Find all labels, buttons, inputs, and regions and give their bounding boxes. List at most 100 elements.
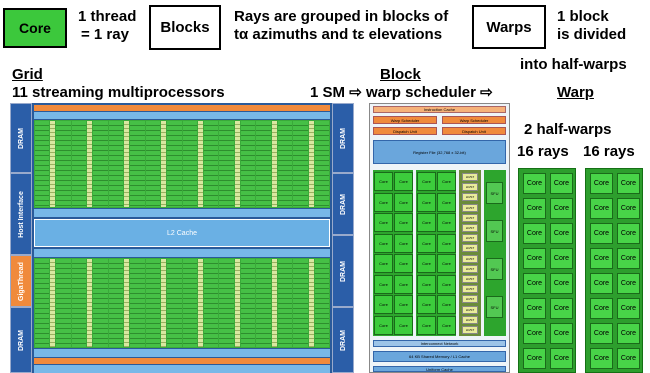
warp-core: Core (523, 298, 546, 319)
sm-strip-top (34, 112, 330, 119)
legend-blocks-desc-line1: Rays are grouped in blocks of (234, 8, 449, 25)
dram-right-2: DRAM (332, 173, 354, 235)
legend-warps-desc: 1 block is divided (557, 8, 626, 44)
flow-arrow-icon: ⇨ (349, 84, 362, 101)
sfu-unit: SFU (486, 296, 503, 318)
warp-core: Core (550, 198, 573, 219)
warp-core: Core (590, 198, 613, 219)
l2-cache: L2 Cache (34, 219, 330, 247)
block-flow: 1 SM ⇨ warp scheduler ⇨ (310, 84, 493, 102)
warp-scheduler-1: Warp Scheduler (373, 116, 437, 124)
sm-core: Core (374, 274, 393, 294)
sm-core: Core (437, 192, 456, 212)
legend-blocks-box: Blocks (149, 5, 221, 50)
ldst-unit: LD/ST (462, 224, 478, 232)
sm-core: Core (394, 315, 413, 335)
warp-core: Core (550, 348, 573, 369)
warp-core: Core (590, 248, 613, 269)
sm-core: Core (394, 295, 413, 314)
sm-core: Core (437, 254, 456, 273)
dram-right-1: DRAM (332, 103, 354, 173)
sm-core: Core (394, 172, 413, 191)
legend-core-desc-line1: 1 thread (78, 8, 137, 25)
sm-core: Core (394, 192, 413, 212)
ldst-unit: LD/ST (462, 193, 478, 202)
rays-left-label: 16 rays (517, 143, 569, 160)
warp-core: Core (590, 173, 613, 194)
sm-strip-mid-bottom (34, 249, 330, 257)
dram-right-4: DRAM (332, 307, 354, 373)
sm-core: Core (417, 233, 436, 253)
sm-core: Core (374, 233, 393, 253)
warp-core: Core (617, 273, 640, 294)
ldst-unit: LD/ST (462, 285, 478, 294)
legend-warps-box: Warps (472, 5, 546, 49)
warp-core: Core (523, 198, 546, 219)
sfu-group (484, 170, 506, 336)
sfu-unit: SFU (486, 220, 503, 242)
dram-label: DRAM (339, 193, 347, 215)
sm-core: Core (374, 192, 393, 212)
gigathread: GigaThread (10, 255, 32, 307)
sm-core: Core (417, 315, 436, 335)
warp-core: Core (550, 298, 573, 319)
sm-core: Core (437, 295, 456, 314)
sm-block-diagram: Instruction Cache Warp Scheduler Warp Sc… (369, 103, 510, 373)
instruction-cache: Instruction Cache (373, 106, 506, 113)
warp-core: Core (590, 298, 613, 319)
sm-core: Core (374, 172, 393, 191)
legend-warps-desc-line2: is divided (557, 26, 627, 43)
ldst-unit: LD/ST (462, 295, 478, 304)
warp-core: Core (617, 223, 640, 244)
l2-cache-label: L2 Cache (167, 229, 197, 237)
sm-core: Core (394, 254, 413, 273)
ldst-unit: LD/ST (462, 305, 478, 314)
dram-left-top: DRAM (10, 103, 32, 173)
legend-blocks-label: Blocks (160, 19, 210, 36)
warp-core: Core (590, 348, 613, 369)
sm-core: Core (417, 254, 436, 273)
warp-core: Core (523, 173, 546, 194)
grid-title: Grid (12, 66, 43, 83)
legend-blocks-desc: Rays are grouped in blocks of tα azimuth… (234, 8, 448, 44)
l1-strip-top (34, 105, 330, 111)
ldst-unit: LD/ST (462, 275, 478, 283)
legend-core-box: Core (3, 8, 67, 48)
sm-strip-bottom (34, 349, 330, 357)
warp-core: Core (550, 273, 573, 294)
warp-core: Core (550, 173, 573, 194)
warp-core: Core (617, 248, 640, 269)
sm-core: Core (437, 213, 456, 232)
gigathread-label: GigaThread (17, 261, 25, 301)
register-file: Register File (32,768 x 32-bit) (373, 140, 506, 164)
ldst-unit: LD/ST (462, 315, 478, 324)
dram-right-3: DRAM (332, 235, 354, 307)
sm-core: Core (417, 295, 436, 314)
sm-core: Core (417, 274, 436, 294)
sm-strip-mid-top (34, 209, 330, 217)
l1-strip-bottom (34, 358, 330, 364)
shared-memory: 64 KB Shared Memory / L1 Cache (373, 351, 506, 362)
flow-scheduler-label: warp scheduler (365, 84, 476, 101)
legend-warps-desc-line3: into half-warps (520, 56, 627, 73)
warp-core: Core (617, 198, 640, 219)
ldst-unit: LD/ST (462, 183, 478, 192)
half-warps-label: 2 half-warps (524, 121, 612, 138)
sm-core: Core (437, 233, 456, 253)
gpu-die-diagram: DRAM Host Interface GigaThread DRAM DRAM… (10, 103, 354, 373)
warp-core: Core (523, 223, 546, 244)
ldst-unit: LD/ST (462, 173, 478, 181)
warp-core: Core (550, 323, 573, 344)
warp-scheduler-2: Warp Scheduler (442, 116, 506, 124)
block-title: Block (380, 66, 421, 83)
warp-core: Core (617, 298, 640, 319)
legend-core-label: Core (19, 20, 51, 36)
flow-arrow-2-icon: ⇨ (480, 84, 493, 101)
flow-sm-label: 1 SM (310, 84, 346, 101)
sm-core: Core (437, 315, 456, 335)
sm-core: Core (394, 213, 413, 232)
legend-core-desc-line2: = 1 ray (81, 26, 129, 43)
sm-array-bottom (34, 258, 330, 348)
sm-array-top (34, 120, 330, 208)
